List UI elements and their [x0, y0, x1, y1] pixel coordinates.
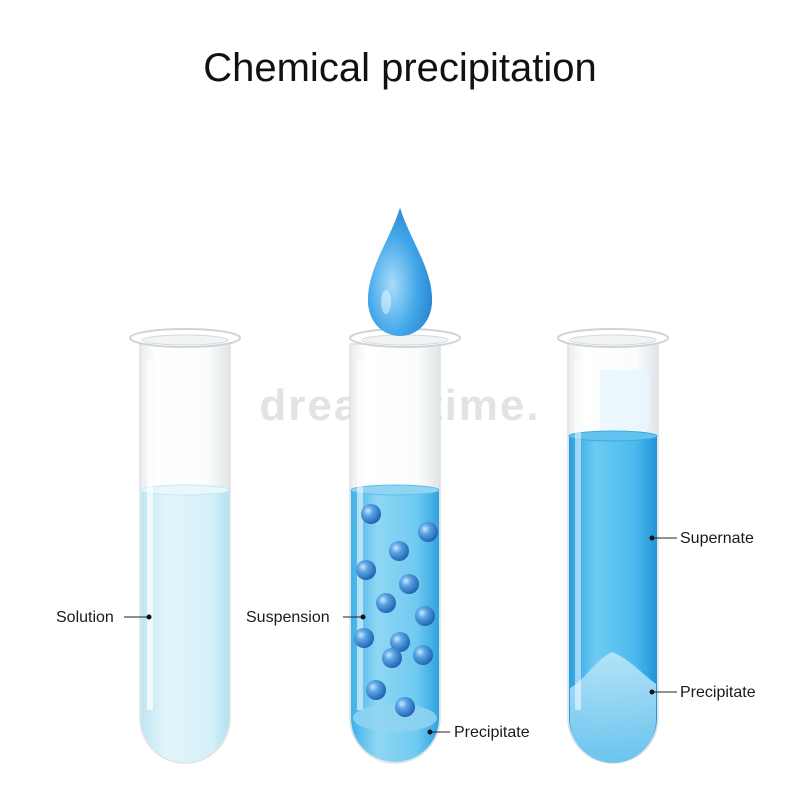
- test-tube-supernate: [557, 328, 669, 764]
- label-suspension-text: Suspension: [246, 609, 330, 626]
- particle: [376, 593, 396, 613]
- particle: [389, 541, 409, 561]
- test-tube-solution: [129, 328, 241, 764]
- particle: [399, 574, 419, 594]
- label-solution-text: Solution: [56, 609, 114, 626]
- particle: [413, 645, 433, 665]
- label-precipitate-right-text: Precipitate: [680, 684, 756, 701]
- particle: [395, 697, 415, 717]
- label-suspension: Suspension: [246, 609, 366, 626]
- particle: [354, 628, 374, 648]
- label-precipitate-middle-text: Precipitate: [454, 724, 530, 741]
- solution-liquid: [141, 490, 229, 762]
- label-precipitate-middle: Precipitate: [427, 724, 530, 741]
- water-drop-front: [368, 208, 432, 336]
- drop-highlight-front: [381, 290, 391, 314]
- particle: [418, 522, 438, 542]
- particle: [390, 632, 410, 652]
- precipitate-layer-middle: [353, 704, 437, 732]
- suspended-particles: [354, 504, 438, 717]
- particle: [356, 560, 376, 580]
- particle: [366, 680, 386, 700]
- label-solution: Solution: [56, 609, 152, 626]
- diagram-title: Chemical precipitation: [203, 46, 597, 90]
- particle: [382, 648, 402, 668]
- label-supernate: Supernate: [649, 530, 754, 547]
- particle: [415, 606, 435, 626]
- label-precipitate-right: Precipitate: [649, 684, 756, 701]
- precipitate-mound-right: [570, 652, 656, 763]
- label-supernate-text: Supernate: [680, 530, 754, 547]
- particle: [361, 504, 381, 524]
